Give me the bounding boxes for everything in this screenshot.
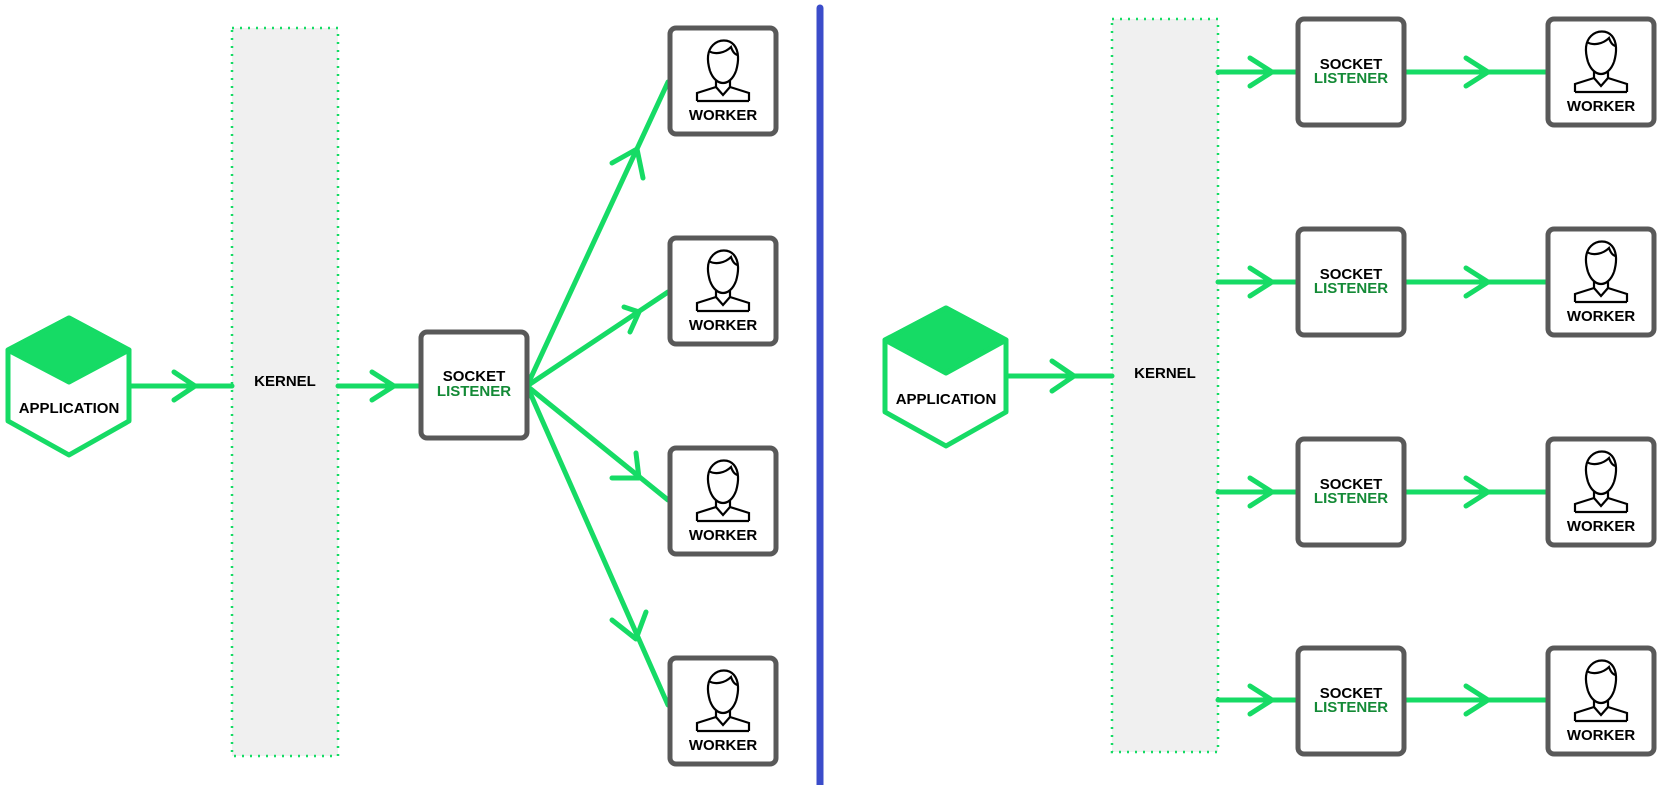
left-worker-label-2: WORKER (689, 317, 757, 334)
right-socket-listener-box-3: SOCKET LISTENER (1295, 436, 1407, 548)
right-socket-label-2-line1: SOCKET (1320, 266, 1383, 283)
right-worker-label-2: WORKER (1567, 308, 1635, 325)
left-socket-label-line1: SOCKET (443, 368, 506, 385)
right-diagram: KERNEL APPLICATION (882, 16, 1657, 757)
right-arrows (1003, 55, 1550, 717)
left-kernel-panel (230, 26, 340, 758)
left-arrows (126, 79, 671, 708)
right-worker-2: WORKER (1545, 226, 1657, 338)
left-worker-2: WORKER (667, 235, 779, 347)
left-worker-label-3: WORKER (689, 527, 757, 544)
right-socket-label-2-line2: LISTENER (1314, 280, 1388, 297)
right-socket-label-3-line1: SOCKET (1320, 476, 1383, 493)
left-worker-label-4: WORKER (689, 737, 757, 754)
right-socket-listener-box-4: SOCKET LISTENER (1295, 645, 1407, 757)
left-worker-label-1: WORKER (689, 107, 757, 124)
right-socket-label-1-line2: LISTENER (1314, 70, 1388, 87)
right-worker-label-4: WORKER (1567, 727, 1635, 744)
right-socket-listener-box-2: SOCKET LISTENER (1295, 226, 1407, 338)
left-application-node: APPLICATION (5, 315, 132, 458)
left-socket-label-line2: LISTENER (437, 383, 511, 400)
right-application-node: APPLICATION (882, 305, 1009, 449)
right-kernel-label: KERNEL (1134, 365, 1196, 382)
right-worker-1: WORKER (1545, 16, 1657, 128)
left-application-label: APPLICATION (19, 400, 120, 417)
left-kernel-label: KERNEL (254, 373, 316, 390)
left-worker-4: WORKER (667, 655, 779, 767)
right-socket-label-4-line1: SOCKET (1320, 685, 1383, 702)
right-socket-label-3-line2: LISTENER (1314, 490, 1388, 507)
left-worker-3: WORKER (667, 445, 779, 557)
right-worker-4: WORKER (1545, 645, 1657, 757)
left-worker-1: WORKER (667, 25, 779, 137)
right-socket-label-1-line1: SOCKET (1320, 56, 1383, 73)
right-application-label: APPLICATION (896, 391, 997, 408)
left-diagram: KERNEL APPLICATION (5, 25, 779, 767)
left-socket-listener-box: SOCKET LISTENER (418, 329, 530, 441)
right-kernel-panel (1110, 17, 1220, 754)
right-socket-label-4-line2: LISTENER (1314, 699, 1388, 716)
right-worker-3: WORKER (1545, 436, 1657, 548)
right-worker-label-1: WORKER (1567, 98, 1635, 115)
right-worker-label-3: WORKER (1567, 518, 1635, 535)
right-socket-listener-box-1: SOCKET LISTENER (1295, 16, 1407, 128)
